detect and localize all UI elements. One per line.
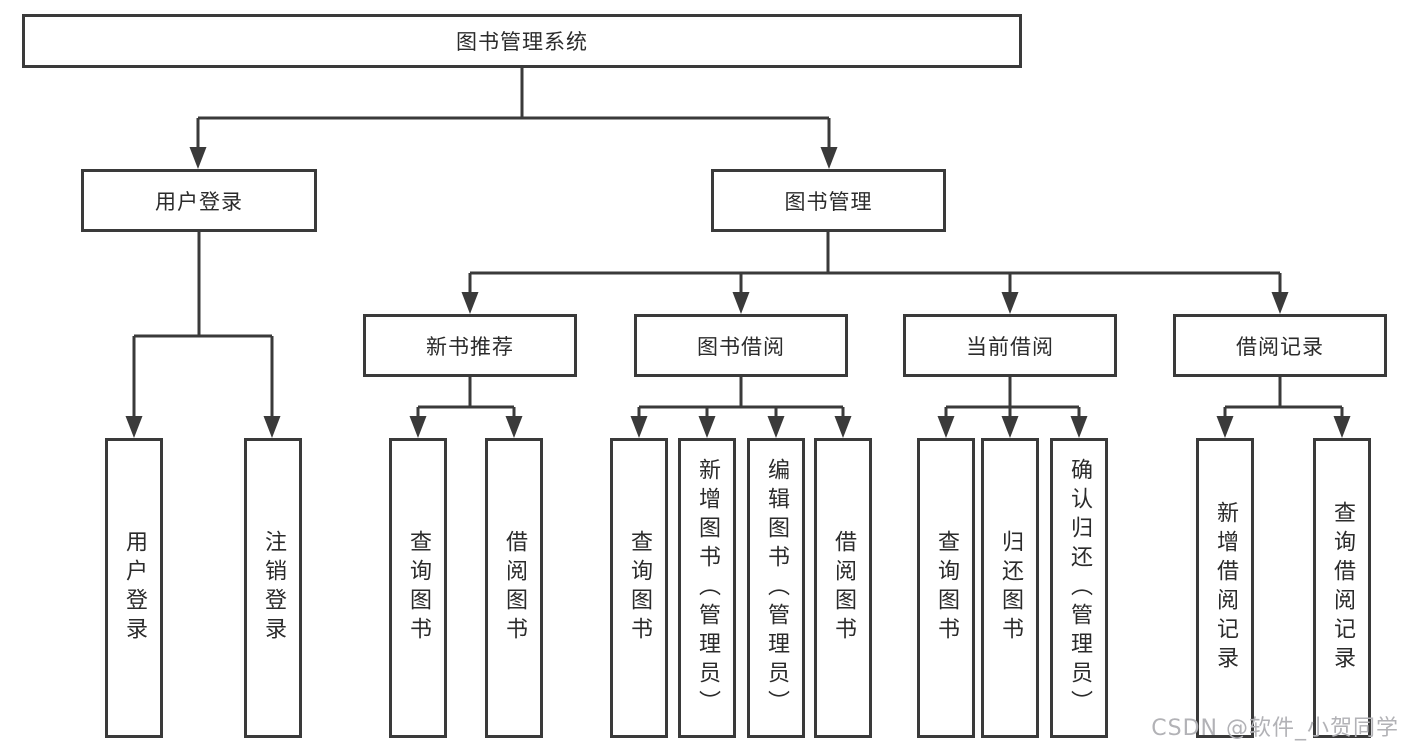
node-book-management-label: 图书管理 xyxy=(784,189,873,214)
leaf-add-books-admin-label: 新增图书（管理员） xyxy=(695,457,720,719)
leaf-return-books: 归还图书 xyxy=(981,438,1039,738)
node-current-borrow-label: 当前借阅 xyxy=(966,334,1054,359)
leaf-borrow-books: 借阅图书 xyxy=(814,438,872,738)
leaf-add-books-admin: 新增图书（管理员） xyxy=(678,438,736,738)
leaf-query-books-current: 查询图书 xyxy=(917,438,975,738)
leaf-query-books-borrow: 查询图书 xyxy=(610,438,668,738)
leaf-add-borrow-record-label: 新增借阅记录 xyxy=(1213,501,1238,675)
leaf-borrow-books-recommend-label: 借阅图书 xyxy=(502,530,527,646)
node-new-book-recommend: 新书推荐 xyxy=(363,314,577,377)
node-book-borrow-label: 图书借阅 xyxy=(697,334,785,359)
node-new-book-recommend-label: 新书推荐 xyxy=(426,334,514,359)
leaf-logout: 注销登录 xyxy=(244,438,302,738)
node-user-login-label: 用户登录 xyxy=(155,189,243,214)
leaf-edit-books-admin-label: 编辑图书（管理员） xyxy=(764,457,789,719)
node-root-label: 图书管理系统 xyxy=(456,30,588,54)
leaf-query-borrow-record: 查询借阅记录 xyxy=(1313,438,1371,738)
node-user-login: 用户登录 xyxy=(81,169,317,232)
leaf-query-books-recommend: 查询图书 xyxy=(389,438,447,738)
leaf-query-books-recommend-label: 查询图书 xyxy=(406,530,431,646)
leaf-query-books-borrow-label: 查询图书 xyxy=(627,530,652,646)
leaf-query-borrow-record-label: 查询借阅记录 xyxy=(1330,501,1355,675)
leaf-confirm-return-admin: 确认归还（管理员） xyxy=(1050,438,1108,738)
leaf-add-borrow-record: 新增借阅记录 xyxy=(1196,438,1254,738)
node-borrow-records: 借阅记录 xyxy=(1173,314,1387,377)
leaf-return-books-label: 归还图书 xyxy=(998,530,1023,646)
leaf-borrow-books-label: 借阅图书 xyxy=(831,530,856,646)
leaf-edit-books-admin: 编辑图书（管理员） xyxy=(747,438,805,738)
node-book-borrow: 图书借阅 xyxy=(634,314,848,377)
csdn-watermark: CSDN @软件_小贺同学 xyxy=(1151,716,1399,741)
node-root-system: 图书管理系统 xyxy=(22,14,1022,68)
leaf-borrow-books-recommend: 借阅图书 xyxy=(485,438,543,738)
leaf-user-login: 用户登录 xyxy=(105,438,163,738)
leaf-query-books-current-label: 查询图书 xyxy=(934,530,959,646)
node-current-borrow: 当前借阅 xyxy=(903,314,1117,377)
leaf-confirm-return-admin-label: 确认归还（管理员） xyxy=(1067,457,1092,719)
leaf-user-login-label: 用户登录 xyxy=(122,530,147,646)
leaf-logout-label: 注销登录 xyxy=(261,530,286,646)
node-book-management: 图书管理 xyxy=(711,169,946,232)
node-borrow-records-label: 借阅记录 xyxy=(1236,334,1324,359)
